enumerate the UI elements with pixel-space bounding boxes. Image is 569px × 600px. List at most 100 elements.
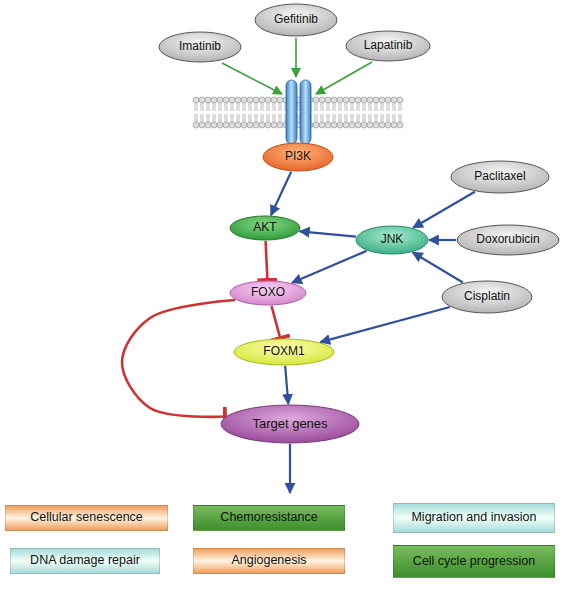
lipid-head <box>229 97 235 103</box>
ellipse-shape <box>451 161 549 193</box>
lipid-tail <box>315 103 316 111</box>
lipid-tail <box>347 114 348 122</box>
protein-ellipse: JNK <box>355 225 429 255</box>
ellipse-shape <box>230 281 306 305</box>
lipid-head <box>223 122 229 128</box>
lipid-head <box>313 97 319 103</box>
lipid-tail <box>285 114 286 122</box>
ellipse-shape <box>457 225 559 255</box>
node-label: Paclitaxel <box>474 170 525 183</box>
lipid-tail <box>249 103 250 111</box>
lipid-tail <box>267 114 268 122</box>
lipid-tail <box>377 114 378 122</box>
lipid-tail <box>203 114 204 122</box>
lipid-tail <box>279 103 280 111</box>
lipid-tail <box>261 114 262 122</box>
lipid-tail <box>323 103 324 111</box>
node-label: Cell cycle progression <box>413 555 535 569</box>
lipid-tail <box>317 103 318 111</box>
lipid-tail <box>327 103 328 111</box>
lipid-tail <box>281 103 282 111</box>
outcome-box: Cell cycle progression <box>393 545 555 578</box>
lipid-head <box>259 122 265 128</box>
lipid-tail <box>213 114 214 122</box>
node-label: Lapatinib <box>364 39 413 52</box>
lipid-tail <box>233 114 234 122</box>
lipid-tail <box>387 103 388 111</box>
lipid-tail <box>221 103 222 111</box>
lipid-tail <box>245 103 246 111</box>
drug-arrow <box>222 63 282 94</box>
arrow-connector <box>429 239 456 241</box>
lipid-tail <box>299 103 300 111</box>
lipid-head <box>319 122 325 128</box>
lipid-tail <box>327 114 328 122</box>
lipid-tail <box>389 114 390 122</box>
lipid-tail <box>383 114 384 122</box>
lipid-head <box>367 122 373 128</box>
node-label: DNA damage repair <box>30 554 140 568</box>
lipid-head <box>193 122 199 128</box>
lipid-tail <box>207 103 208 111</box>
outcome-box: Cellular senescence <box>5 505 168 531</box>
outcome-box: DNA damage repair <box>10 548 160 574</box>
arrow-connector <box>271 172 291 215</box>
lipid-tail <box>225 114 226 122</box>
lipid-tail <box>375 114 376 122</box>
lipid-tail <box>341 103 342 111</box>
lipid-head <box>331 122 337 128</box>
lipid-tail <box>341 114 342 122</box>
protein-ellipse: FOXO <box>229 280 307 306</box>
lipid-head <box>391 122 397 128</box>
lipid-tail <box>363 103 364 111</box>
lipid-tail <box>195 103 196 111</box>
outcome-box: Angiogenesis <box>193 548 345 574</box>
lipid-tail <box>215 103 216 111</box>
lipid-tail <box>329 103 330 111</box>
lipid-tail <box>377 103 378 111</box>
lipid-tail <box>219 103 220 111</box>
lipid-tail <box>317 114 318 122</box>
lipid-tail <box>321 114 322 122</box>
lipid-tail <box>329 114 330 122</box>
lipid-tail <box>357 103 358 111</box>
lipid-head <box>355 97 361 103</box>
lipid-tail <box>245 114 246 122</box>
lipid-tail <box>401 103 402 111</box>
target-ellipse: Target genes <box>220 404 360 444</box>
lipid-tail <box>209 114 210 122</box>
lipid-tail <box>339 103 340 111</box>
lipid-tail <box>209 103 210 111</box>
lipid-head <box>241 122 247 128</box>
ellipse-shape <box>221 405 359 443</box>
lipid-head <box>211 122 217 128</box>
lipid-head <box>325 122 331 128</box>
ellipse-shape <box>263 143 333 171</box>
lipid-tail <box>269 114 270 122</box>
ellipse-shape <box>255 4 337 36</box>
lipid-head <box>325 97 331 103</box>
lipid-tail <box>201 114 202 122</box>
lipid-tail <box>261 103 262 111</box>
lipid-head <box>217 122 223 128</box>
node-label: Gefitinib <box>274 13 318 26</box>
lipid-tail <box>339 114 340 122</box>
lipid-tail <box>389 103 390 111</box>
arrow-connector <box>285 366 288 404</box>
lipid-tail <box>207 114 208 122</box>
lipid-tail <box>369 103 370 111</box>
receptor-subunit <box>300 80 311 144</box>
lipid-tail <box>345 103 346 111</box>
lipid-tail <box>237 103 238 111</box>
lipid-head <box>247 97 253 103</box>
lipid-tail <box>351 114 352 122</box>
lipid-head <box>343 122 349 128</box>
lipid-head <box>241 97 247 103</box>
lipid-tail <box>231 114 232 122</box>
lipid-head <box>193 97 199 103</box>
lipid-head <box>223 97 229 103</box>
node-label: Cellular senescence <box>30 511 143 525</box>
lipid-tail <box>219 114 220 122</box>
node-label: Chemoresistance <box>220 511 317 525</box>
lipid-tail <box>203 103 204 111</box>
